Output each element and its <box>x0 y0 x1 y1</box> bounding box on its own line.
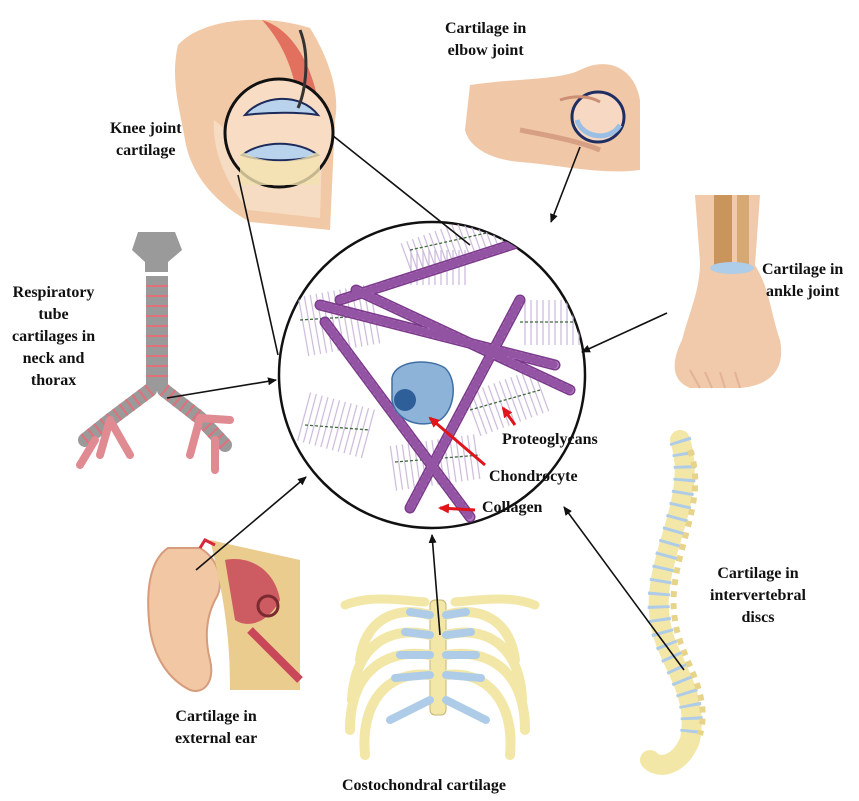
label-proteoglycans: Proteoglycans <box>502 431 598 449</box>
elbow-joint-illustration <box>465 64 640 171</box>
knee-joint-illustration <box>175 20 336 230</box>
label-knee-joint: Knee joint cartilage <box>110 118 182 162</box>
label-ankle-joint: Cartilage in ankle joint <box>762 259 843 303</box>
ankle-arrow <box>582 313 667 352</box>
label-costochondral: Costochondral cartilage <box>342 775 506 797</box>
chondrocyte-cell <box>392 362 453 424</box>
label-elbow-joint: Cartilage in elbow joint <box>445 18 526 62</box>
label-intervertebral: Cartilage in intervertebral discs <box>710 563 806 629</box>
respiratory-tube-illustration <box>80 232 230 470</box>
label-collagen: Collagen <box>482 499 542 517</box>
respiratory-arrow <box>167 380 276 398</box>
ribcage-illustration <box>345 599 535 755</box>
external-ear-illustration <box>148 540 300 691</box>
spine-illustration <box>650 440 703 765</box>
label-respiratory-tube: Respiratory tube cartilages in neck and … <box>12 282 95 392</box>
label-external-ear: Cartilage in external ear <box>175 706 257 750</box>
label-chondrocyte: Chondrocyte <box>489 468 578 486</box>
